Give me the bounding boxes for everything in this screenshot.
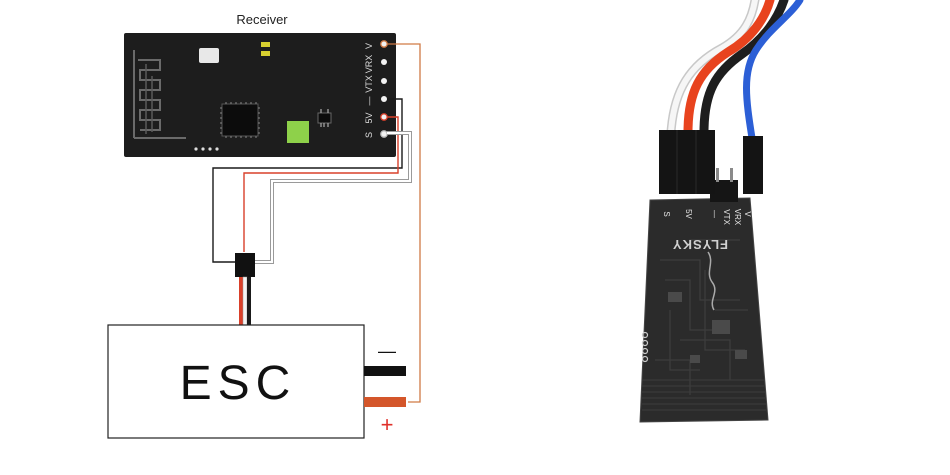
pin-label: 5V	[364, 112, 374, 123]
main-chip-icon	[221, 103, 259, 137]
esc-label: ESC	[180, 357, 297, 410]
battery-minus-label: —	[378, 341, 396, 361]
receiver-pcb: V VRX VTX — 5V S FLYSKY	[639, 197, 769, 423]
antenna-trace-icon	[133, 50, 186, 139]
receiver-to-esc-wires	[212, 43, 421, 403]
battery-plus-label: +	[381, 412, 394, 437]
board-pin-label: 5V	[684, 209, 693, 219]
battery-voltage-wire	[387, 43, 421, 403]
bind-button-icon	[199, 48, 219, 63]
ground-wire	[212, 98, 403, 263]
board-pin-label: —	[710, 210, 719, 218]
pin-label: VRX	[364, 55, 374, 74]
green-component-icon	[287, 121, 309, 143]
header-pins	[710, 168, 738, 202]
battery-minus-lead	[364, 366, 406, 376]
power-wire	[243, 116, 399, 252]
black-wire	[699, 0, 789, 137]
red-wire	[683, 0, 775, 137]
pin-pads	[380, 40, 388, 138]
led-icon	[261, 51, 270, 56]
three-pin-connector	[659, 130, 715, 194]
board-pin-label: S	[662, 211, 671, 216]
pin-label: VTX	[364, 75, 374, 93]
receiver-board: V VRX VTX — 5V S	[124, 33, 396, 157]
pin-label: S	[364, 132, 374, 138]
pin-label: —	[364, 97, 374, 106]
wiring-diagram: Receiver	[107, 12, 421, 439]
pin-label: V	[364, 43, 374, 49]
servo-connector	[235, 253, 255, 277]
brand-logo: FLYSKY	[672, 237, 728, 252]
pin-label-group: V VRX VTX — 5V S	[364, 43, 374, 138]
board-pin-label: VRX	[733, 209, 742, 226]
battery-plus-lead	[364, 397, 406, 407]
photo-wires	[666, 0, 804, 142]
board-pin-labels: V VRX VTX — 5V S	[662, 209, 752, 226]
side-pads	[641, 331, 649, 363]
transistor-icon	[317, 112, 332, 124]
receiver-title: Receiver	[236, 12, 288, 27]
receiver-photo: V VRX VTX — 5V S FLYSKY	[639, 0, 804, 423]
led-icon	[261, 42, 270, 47]
board-pin-label: VTX	[722, 209, 731, 225]
blue-wire	[743, 0, 804, 142]
board-pin-label: V	[743, 211, 752, 217]
esc-cable	[239, 276, 251, 326]
single-pin-connector	[743, 136, 763, 194]
esc-box	[107, 324, 365, 439]
